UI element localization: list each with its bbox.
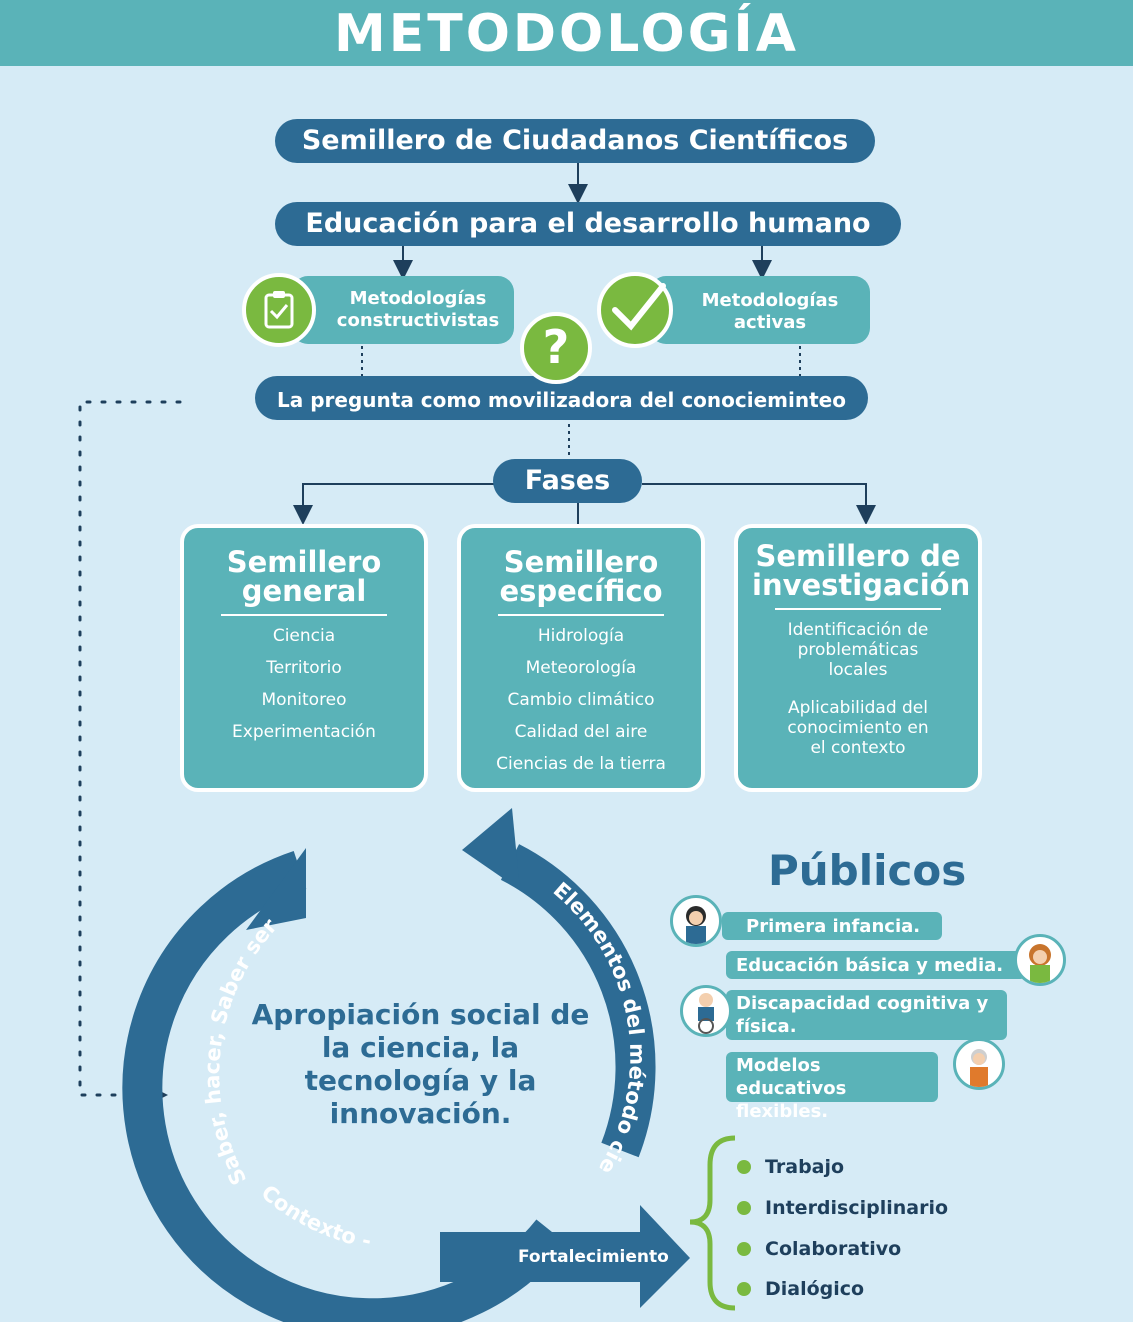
phase-divider — [498, 614, 664, 616]
adult-avatar-icon — [953, 1038, 1005, 1090]
publico-educacion-basica: Educación básica y media. — [726, 951, 1026, 979]
question-circle: ? — [520, 312, 592, 384]
quality-item: Trabajo — [765, 1156, 845, 1178]
fortalecimiento-label: Fortalecimiento — [518, 1247, 669, 1267]
cycle-center-text: Apropiación social de la ciencia, la tec… — [251, 998, 590, 1130]
phase-item: Monitoreo — [261, 690, 347, 710]
question-mark-icon: ? — [542, 320, 570, 374]
phase-card-especifico: Semillero específico Hidrología Meteorol… — [457, 524, 705, 792]
quality-item: Colaborativo — [765, 1238, 902, 1260]
phase-item: Territorio — [266, 658, 342, 678]
phase-item: Ciencia — [272, 626, 336, 646]
clipboard-icon — [264, 291, 294, 329]
checkmark-circle — [597, 272, 673, 348]
phase-card-investigacion: Semillero de investigación Identificació… — [734, 524, 982, 792]
cycle-arrowhead-top — [462, 808, 520, 890]
phase-item: Identificación de problemáticas locales — [787, 620, 929, 680]
phase-item: Calidad del aire — [514, 722, 648, 742]
phase-item: Experimentación — [232, 722, 376, 742]
publicos-title: Públicos — [768, 846, 967, 895]
student-avatar-icon — [1014, 934, 1066, 986]
quality-item: Dialógico — [765, 1278, 865, 1300]
fortalecimiento-arrow — [440, 1205, 690, 1308]
checkmark-icon — [612, 283, 666, 331]
header-bar — [0, 0, 1133, 66]
clipboard-circle — [242, 273, 316, 347]
bullet-icon — [737, 1242, 751, 1256]
svg-text:Contexto -: Contexto - — [257, 1180, 374, 1253]
quality-item: Interdisciplinario — [765, 1197, 949, 1219]
publico-primera-infancia: Primera infancia. — [722, 912, 942, 940]
connector-fases-right — [642, 483, 876, 525]
bullet-icon — [737, 1160, 751, 1174]
bullet-icon — [737, 1201, 751, 1215]
phase-item: Hidrología — [537, 626, 625, 646]
bullet-icon — [737, 1282, 751, 1296]
girl-avatar-icon — [670, 895, 722, 947]
page-title: METODOLOGÍA — [333, 4, 800, 64]
fases-label: Fases — [493, 459, 642, 503]
publico-modelos-flexibles: Modelos educativos flexibles. — [726, 1052, 938, 1122]
cycle-ring — [122, 851, 568, 1322]
phase-title: Semillero específico — [499, 545, 663, 608]
cycle-arrowhead-left — [246, 848, 306, 930]
phase-item: Aplicabilidad del conocimiento en el con… — [787, 698, 929, 758]
phase-title: Semillero general — [226, 545, 382, 608]
metodologias-constructivistas-box: Metodologías constructivistas — [292, 276, 514, 344]
phase-title: Semillero de investigación — [752, 539, 971, 602]
phase-divider — [221, 614, 387, 616]
phase-divider — [775, 608, 941, 610]
arc-bottom-text: Contexto - — [257, 1180, 374, 1253]
connector-fases-left — [293, 483, 494, 525]
phase-item: Ciencias de la tierra — [496, 754, 666, 774]
educacion-desarrollo-box: Educación para el desarrollo humano — [275, 202, 901, 246]
phase-card-general: Semillero general Ciencia Territorio Mon… — [180, 524, 428, 792]
wheelchair-avatar-icon — [680, 985, 732, 1037]
semillero-ciudadanos-box: Semillero de Ciudadanos Científicos — [275, 119, 875, 163]
metodologias-activas-box: Metodologías activas — [650, 276, 870, 344]
green-brace — [689, 1135, 736, 1311]
publico-discapacidad: Discapacidad cognitiva y física. — [726, 990, 1007, 1040]
pregunta-box: La pregunta como movilizadora del conoci… — [255, 376, 868, 420]
phase-item: Cambio climático — [507, 690, 655, 710]
phase-item: Meteorología — [525, 658, 637, 678]
cycle-ring-right — [500, 844, 656, 1158]
